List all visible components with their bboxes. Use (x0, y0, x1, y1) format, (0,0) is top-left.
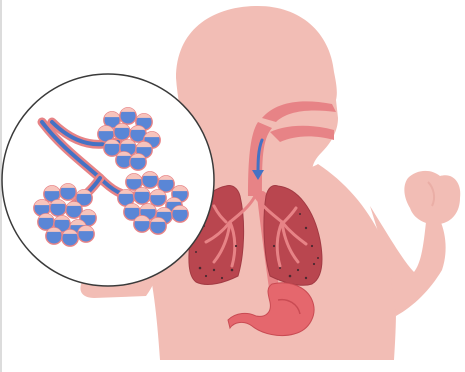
alveolus (130, 154, 146, 170)
alveolus (46, 228, 62, 244)
alveolus (62, 230, 78, 246)
alveolus (150, 190, 166, 206)
alveolus (172, 206, 188, 222)
alveolus (78, 226, 94, 242)
alveolus (114, 124, 130, 140)
alveolus (134, 188, 150, 204)
child-right-hand (404, 171, 460, 224)
alveolus (60, 184, 76, 200)
alveoli-magnifier (2, 74, 214, 286)
alveolus (120, 108, 136, 124)
alveolus (150, 218, 166, 234)
alveolus (134, 216, 150, 232)
alveolus (142, 172, 158, 188)
alveolus (50, 200, 66, 216)
